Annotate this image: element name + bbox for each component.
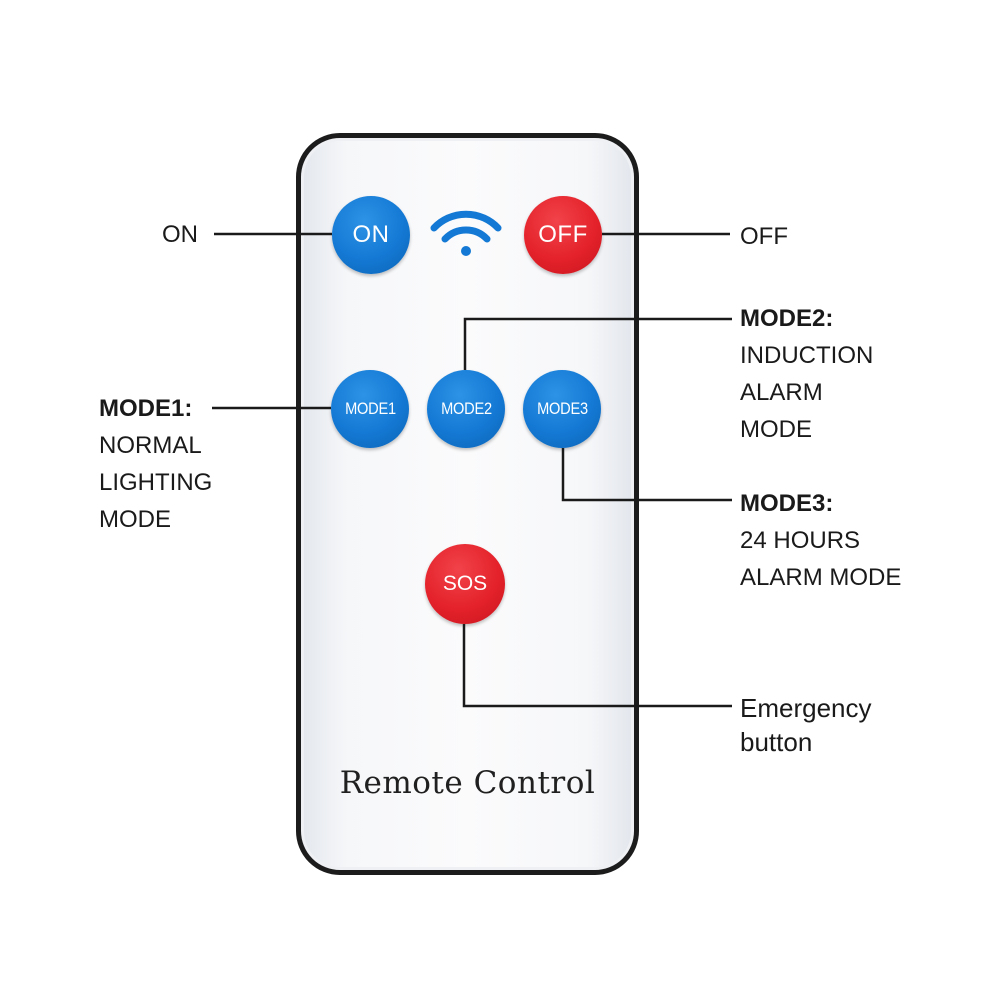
mode1-button-label: MODE1	[344, 399, 396, 418]
callout-mode2-heading: MODE2:	[740, 305, 834, 332]
callout-mode1-heading: MODE1:	[99, 395, 193, 422]
callout-mode1: MODE1: NORMAL LIGHTING MODE	[99, 390, 212, 538]
mode3-button[interactable]: MODE3	[523, 370, 601, 448]
sos-button-label: SOS	[442, 572, 488, 595]
off-button-label: OFF	[538, 221, 588, 248]
mode2-button[interactable]: MODE2	[427, 370, 505, 448]
remote-control-label: Remote Control	[339, 765, 596, 801]
on-button-label: ON	[352, 221, 390, 248]
on-button[interactable]: ON	[332, 196, 410, 274]
callout-sos: Emergency button	[740, 691, 872, 759]
callout-sos-line: button	[740, 727, 813, 757]
callout-mode3-line: ALARM MODE	[740, 564, 902, 591]
callout-mode1-line: LIGHTING	[99, 469, 213, 496]
callout-mode2-line: ALARM	[740, 379, 823, 406]
callout-off: OFF	[740, 223, 788, 250]
off-button[interactable]: OFF	[524, 196, 602, 274]
mode1-button[interactable]: MODE1	[331, 370, 409, 448]
callout-mode1-line: MODE	[99, 506, 171, 533]
callout-on: ON	[162, 221, 198, 248]
sos-button[interactable]: SOS	[425, 544, 505, 624]
wifi-icon	[430, 210, 502, 256]
callout-mode2: MODE2: INDUCTION ALARM MODE	[740, 300, 873, 448]
mode3-button-label: MODE3	[536, 399, 588, 418]
callout-sos-line: Emergency	[740, 693, 872, 723]
callout-mode3: MODE3: 24 HOURS ALARM MODE	[740, 485, 901, 596]
callout-mode1-line: NORMAL	[99, 432, 202, 459]
mode2-button-label: MODE2	[440, 399, 492, 418]
callout-mode2-line: INDUCTION	[740, 342, 874, 369]
callout-mode2-line: MODE	[740, 416, 812, 443]
callout-mode3-heading: MODE3:	[740, 490, 834, 517]
callout-mode3-line: 24 HOURS	[740, 527, 861, 554]
